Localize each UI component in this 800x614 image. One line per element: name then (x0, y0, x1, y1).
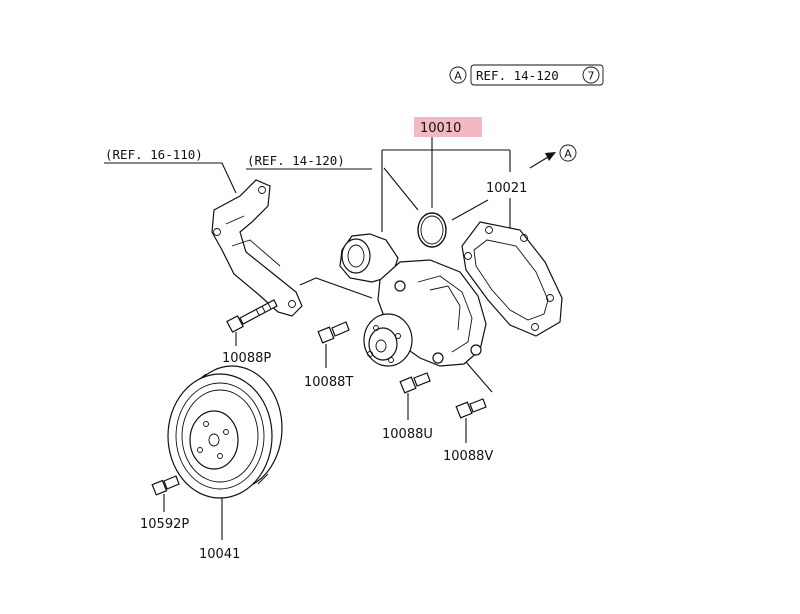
pulley-bolt-hole-4 (197, 447, 203, 453)
bolt-10088V-head (455, 401, 473, 419)
pump-impeller-edge (429, 285, 461, 331)
gasket-hole-5 (464, 252, 472, 260)
callout-10041-label[interactable]: 10041 (199, 547, 240, 562)
callout-10088P-label[interactable]: 10088P (222, 351, 271, 366)
ref-top-circle-letter (449, 66, 467, 84)
bracket-part[interactable] (211, 179, 303, 317)
gasket-inner (473, 239, 549, 321)
bracket-hole-1 (213, 228, 221, 236)
pulley-bolt-hole-2 (223, 429, 229, 435)
pump-hub-hole-3 (388, 357, 394, 363)
bolt-10088V-shank (469, 398, 487, 413)
pump-housing-edge (417, 275, 473, 353)
gasket-hole-2 (520, 234, 528, 242)
pump-bolt-boss-1 (394, 280, 406, 292)
callout-10010[interactable]: 10010 (414, 117, 482, 137)
bolt-10088U-shank (413, 372, 431, 387)
pump-inlet-mouth (341, 238, 371, 274)
bolt-10088U-head (399, 376, 417, 394)
bolt-10088V[interactable] (455, 398, 487, 419)
ref-top-text: REF. 14-120 (476, 68, 559, 83)
pump-hub (368, 327, 398, 361)
ref-top-number: 7 (588, 70, 595, 83)
bolt-10592P-head (151, 479, 168, 496)
bracket-edges (225, 215, 281, 267)
ref-arrow-letter: A (564, 148, 572, 161)
callout-10592P-label[interactable]: 10592P (140, 517, 189, 532)
ref-top-box (470, 64, 604, 86)
leader-10088V-pump (465, 361, 493, 393)
leader-ref-mid (246, 167, 419, 211)
pump-hub-hole-4 (367, 351, 373, 357)
bolt-10088T[interactable] (317, 321, 350, 344)
ref-mid-text[interactable]: (REF. 14-120) (247, 153, 345, 168)
bolt-10592P[interactable] (151, 475, 180, 496)
callout-10088U-label[interactable]: 10088U (382, 427, 433, 442)
water-pump-part[interactable] (339, 233, 487, 367)
leader-10010 (381, 137, 511, 232)
pulley-part[interactable] (167, 365, 283, 499)
pulley-bolt-hole-3 (217, 453, 223, 459)
o-ring-inner (420, 215, 444, 245)
pulley-groove-2 (181, 389, 259, 483)
ref-arrow-shaft (529, 156, 549, 169)
bracket-outline (211, 179, 303, 317)
gasket-hole-3 (546, 294, 554, 302)
gasket-outline (461, 221, 563, 337)
bolt-10088P[interactable] (226, 299, 278, 333)
pump-bolt-boss-3 (432, 352, 444, 364)
ref-arrow-head-icon (545, 152, 556, 161)
pump-hub-center (375, 339, 387, 353)
bolt-10088U[interactable] (399, 372, 431, 394)
pump-hub-hole-2 (395, 333, 401, 339)
o-ring-outer (417, 212, 447, 248)
ref-left-text[interactable]: (REF. 16-110) (105, 147, 203, 162)
callout-10088V-label[interactable]: 10088V (443, 449, 493, 464)
bolt-10088P-thread (255, 302, 272, 316)
callout-10088T-label[interactable]: 10088T (304, 375, 353, 390)
bracket-hole-3 (288, 300, 296, 308)
gasket-hole-4 (531, 323, 539, 331)
bolt-10592P-shank (163, 475, 180, 490)
callout-10021-label[interactable]: 10021 (486, 181, 527, 196)
pulley-groove-1 (175, 382, 265, 490)
pulley-center-hole (208, 433, 220, 447)
bolt-10088P-shank (239, 299, 278, 325)
gasket-hole-1 (485, 226, 493, 234)
ref-arrow-a[interactable]: A (529, 144, 577, 169)
gasket-part[interactable] (461, 221, 563, 337)
o-ring-part[interactable] (417, 212, 447, 248)
leader-bracket-pump (299, 277, 373, 299)
pulley-bolt-hole-1 (203, 421, 209, 427)
bracket-hole-2 (258, 186, 266, 194)
ref-arrow-circle (559, 144, 577, 162)
callout-10010-label: 10010 (420, 121, 461, 136)
leader-10021 (451, 199, 489, 221)
pump-bolt-boss-2 (470, 344, 482, 356)
pump-hub-hole-1 (373, 325, 379, 331)
bolt-10088P-head (226, 315, 244, 333)
callout-10010-highlight (414, 117, 482, 137)
ref-top-letter: A (454, 70, 462, 83)
bolt-10088T-shank (331, 321, 350, 337)
bolt-10088T-head (317, 326, 335, 344)
ref-top[interactable]: A REF. 14-120 7 (449, 64, 604, 86)
pump-inlet-bore (347, 244, 365, 268)
pulley-hub (189, 410, 239, 470)
ref-top-circle-number (582, 66, 600, 84)
leader-ref-left (104, 162, 237, 194)
